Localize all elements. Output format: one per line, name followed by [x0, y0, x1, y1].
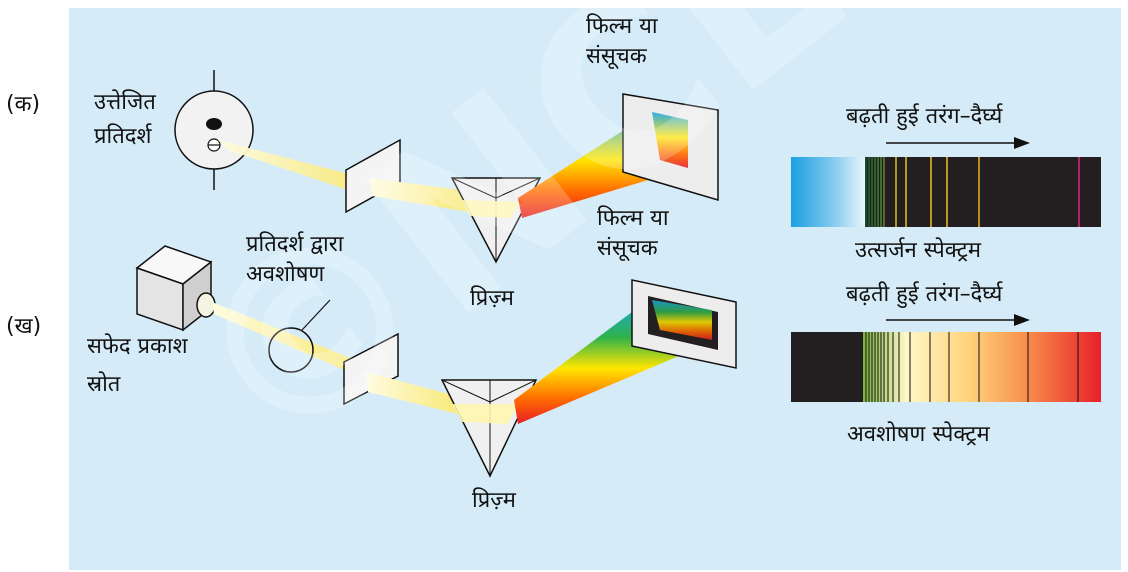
white-light-source-label-line2: स्रोत — [87, 372, 121, 397]
white-light-source — [135, 245, 216, 332]
absorption-spectrum-label: अवशोषण स्पेक्ट्रम — [847, 422, 990, 447]
film-label-b-line2: संसूचक — [597, 236, 658, 261]
increasing-wavelength-label-b: बढ़ती हुई तरंग–दैर्घ्य — [846, 282, 1003, 307]
slit — [343, 332, 399, 406]
absorption-by-sample-label-line1: प्रतिदर्श द्वारा — [246, 232, 344, 257]
light-beam — [366, 372, 466, 416]
excited-sample-label-line1: उत्तेजित — [94, 90, 156, 115]
film-detector — [631, 279, 737, 369]
light-beam — [212, 302, 370, 380]
prism-label-a: प्रिज़्म — [470, 286, 514, 311]
light-beam — [218, 140, 372, 196]
increasing-wavelength-label-a: बढ़ती हुई तरंग–दैर्घ्य — [846, 104, 1003, 129]
wavelength-arrow — [886, 137, 1030, 149]
diagram-panel — [69, 8, 1121, 570]
absorption-by-sample-label-line2: अवशोषण — [246, 262, 325, 287]
light-beam — [370, 178, 470, 212]
film-detector — [622, 93, 719, 202]
slit — [345, 138, 401, 214]
absorbing-sample — [268, 327, 314, 373]
prism-label-b: प्रिज़्म — [472, 488, 516, 513]
emission-spectrum-label: उत्सर्जन स्पेक्ट्रम — [855, 238, 982, 263]
excited-sample-label-line2: प्रतिदर्श — [94, 124, 152, 149]
part-b-label: (ख) — [6, 314, 42, 339]
wavelength-arrow — [886, 314, 1030, 326]
white-light-source-label-line1: सफेद प्रकाश — [87, 334, 188, 359]
prism — [450, 177, 542, 264]
part-a-label: (क) — [6, 92, 41, 117]
excited-sample — [174, 70, 254, 190]
emission-spectrum — [791, 157, 1101, 227]
film-label-a-line1: फिल्म या — [586, 14, 658, 39]
prism — [440, 379, 538, 478]
film-label-b-line1: फिल्म या — [597, 206, 669, 231]
film-label-a-line2: संसूचक — [586, 44, 647, 69]
absorption-spectrum — [791, 332, 1101, 402]
